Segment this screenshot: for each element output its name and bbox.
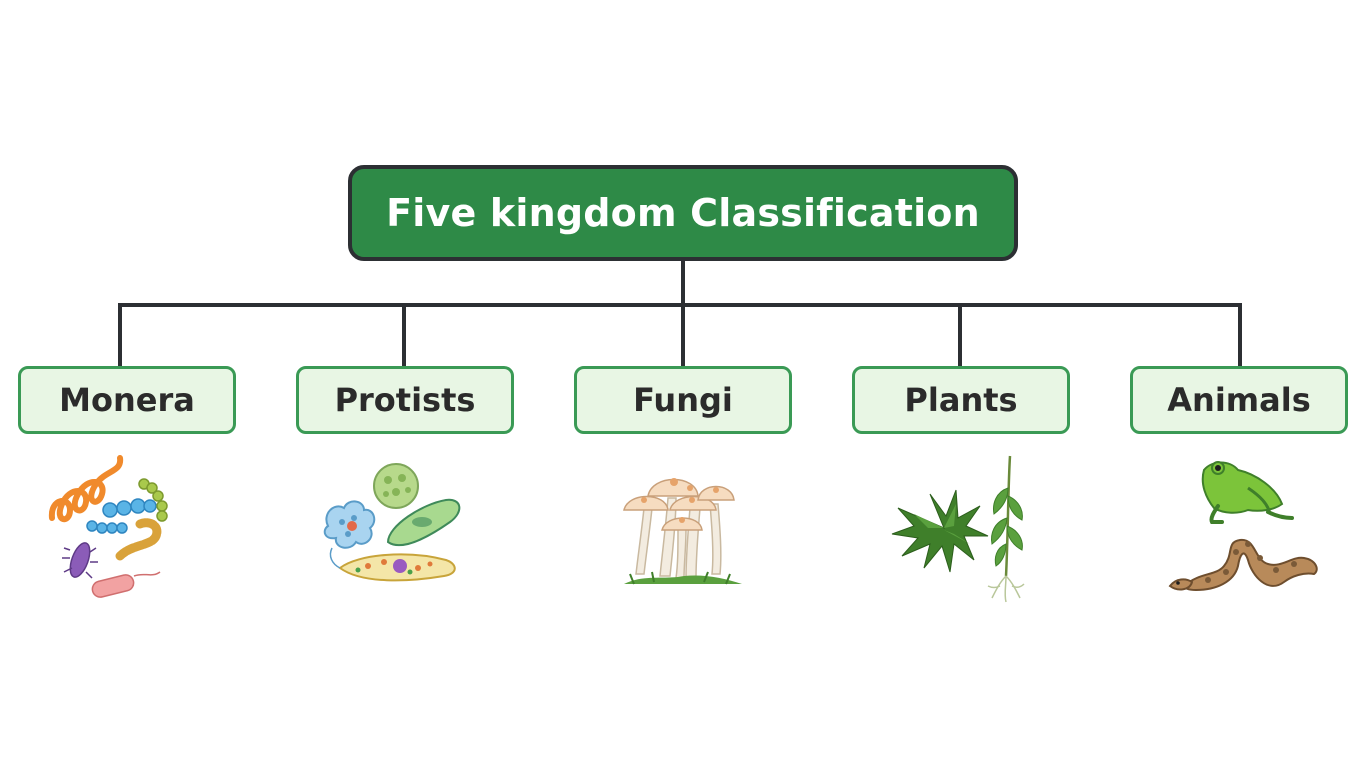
kingdom-node-monera: Monera — [18, 366, 236, 434]
frog-snake-illustration-icon — [1168, 461, 1318, 592]
kingdom-node-plants: Plants — [852, 366, 1070, 434]
kingdom-node-protists: Protists — [296, 366, 514, 434]
mushroom-illustration-icon — [623, 478, 742, 585]
protists-illustration-icon — [323, 463, 461, 582]
root-node-title: Five kingdom Classification — [348, 165, 1018, 261]
plants-illustration-icon — [891, 455, 1025, 603]
bacteria-illustration-icon — [48, 455, 168, 598]
kingdom-node-animals: Animals — [1130, 366, 1348, 434]
kingdom-node-fungi: Fungi — [574, 366, 792, 434]
